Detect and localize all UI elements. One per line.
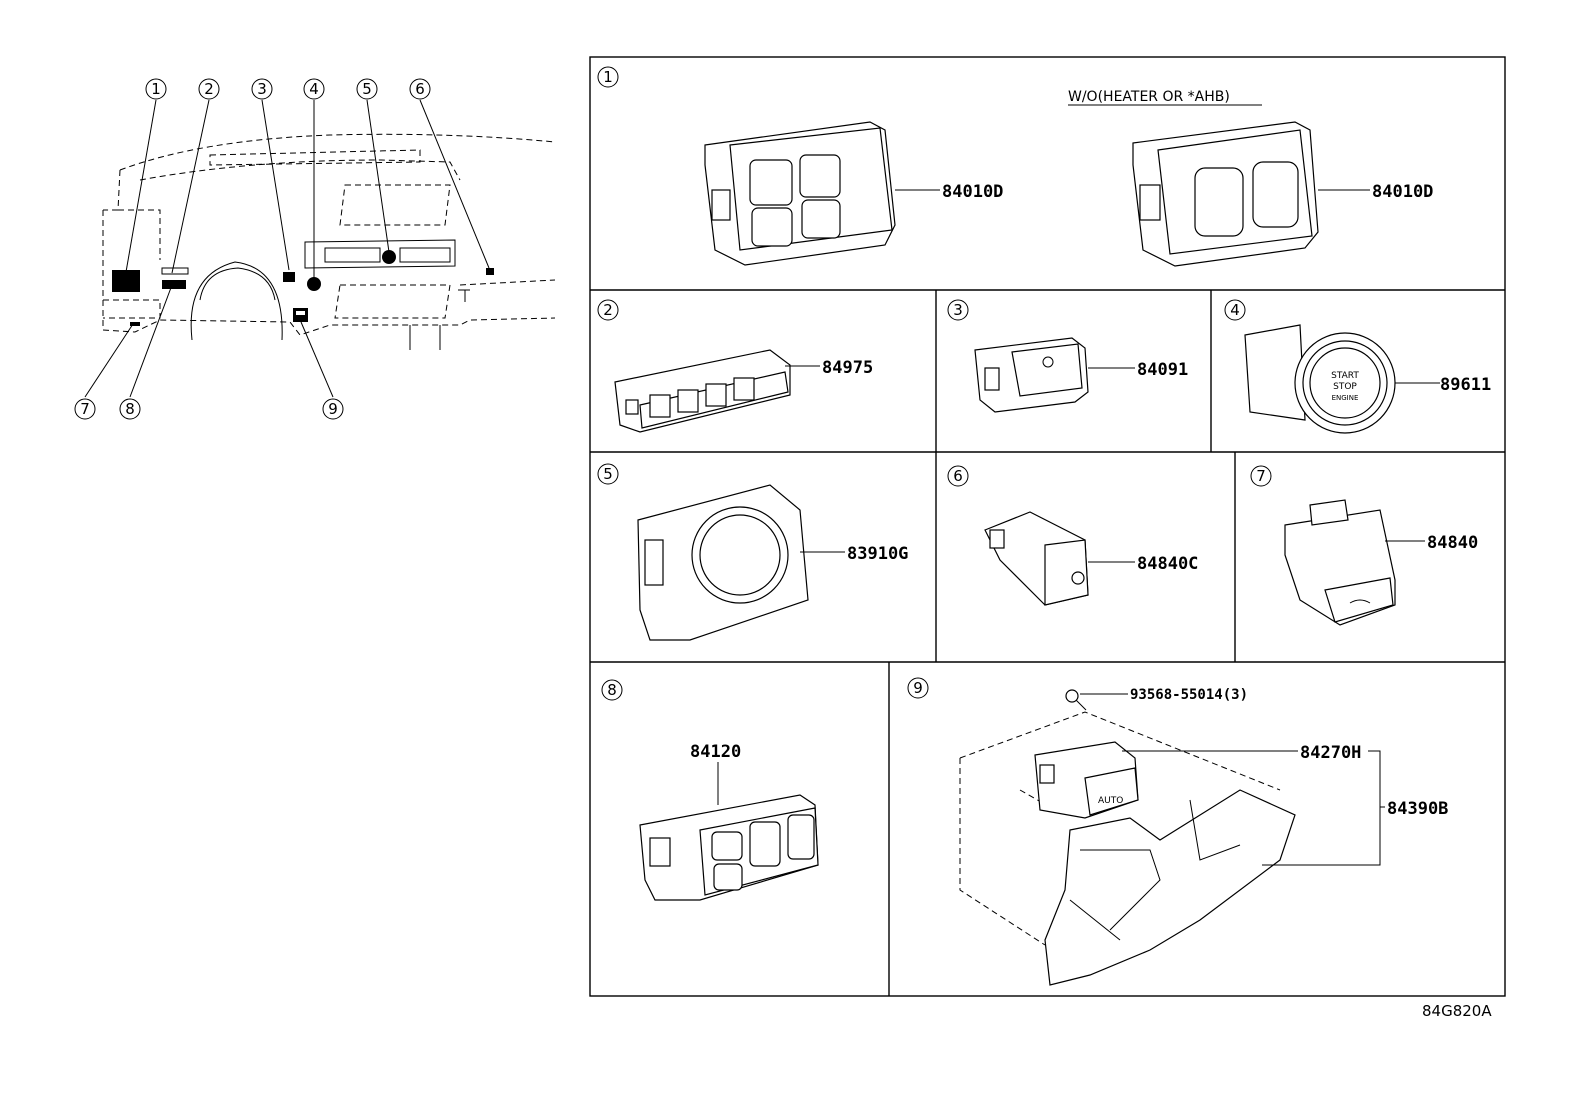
parts-grid	[589, 56, 1506, 997]
svg-text:9: 9	[328, 400, 338, 418]
svg-text:3: 3	[953, 301, 963, 319]
switch-84091-drawing	[974, 337, 1089, 413]
svg-text:9: 9	[913, 679, 923, 697]
svg-text:8: 8	[125, 400, 135, 418]
start-label: START	[1331, 371, 1359, 381]
switch-84840-drawing	[1284, 499, 1396, 626]
panel-9: 9 93568-55014(3) AUTO 84270H	[907, 677, 1448, 986]
dashboard-overview: 1 2 3 4 5 6 7 8 9	[74, 78, 556, 420]
svg-text:5: 5	[362, 80, 372, 98]
svg-text:1: 1	[603, 68, 613, 86]
panel-7-number: 7	[1250, 465, 1272, 487]
panel-6: 6 84840C	[947, 465, 1198, 606]
svg-text:3: 3	[257, 80, 267, 98]
engine-label: ENGINE	[1332, 394, 1359, 402]
part-number-84840: 84840	[1427, 533, 1478, 553]
overview-callout-5: 5	[356, 78, 378, 100]
engine-start-button-drawing: START STOP ENGINE	[1244, 324, 1396, 434]
panel-7: 7 84840	[1250, 465, 1478, 626]
svg-text:6: 6	[953, 467, 963, 485]
part-number-93568-55014: 93568-55014(3)	[1130, 687, 1248, 703]
overview-callout-3: 3	[251, 78, 273, 100]
part-number-83910G: 83910G	[847, 544, 908, 564]
svg-text:8: 8	[607, 681, 617, 699]
overview-callout-9: 9	[322, 398, 344, 420]
overview-callout-8: 8	[119, 398, 141, 420]
svg-text:2: 2	[204, 80, 214, 98]
part-number-84010D-right: 84010D	[1372, 182, 1433, 202]
part-number-84390B: 84390B	[1387, 799, 1448, 819]
overview-callout-6: 6	[409, 78, 431, 100]
panel-9-number: 9	[907, 677, 929, 699]
stop-label: STOP	[1333, 382, 1357, 392]
panel-2: 2 84975	[597, 299, 873, 433]
switch-84840C-drawing	[984, 511, 1089, 606]
part-number-84010D-left: 84010D	[942, 182, 1003, 202]
svg-text:6: 6	[415, 80, 425, 98]
dial-83910G-drawing	[637, 484, 809, 641]
seat-heater-switch-left	[704, 121, 896, 266]
panel-6-number: 6	[947, 465, 969, 487]
panel-5-number: 5	[597, 463, 619, 485]
panel-4-number: 4	[1224, 299, 1246, 321]
switch-84975-drawing	[614, 349, 791, 433]
part-number-84975: 84975	[822, 358, 873, 378]
switch-84120-drawing	[639, 794, 819, 901]
panel-1: 1 W/O(HEATER OR *AHB) 84010D 84010D	[597, 66, 1433, 267]
panel-8: 8 84120	[601, 679, 819, 901]
screw-drawing	[1065, 689, 1087, 711]
overview-callout-4: 4	[303, 78, 325, 100]
seat-heater-switch-right	[1132, 121, 1319, 267]
diagram-code: 84G820A	[1422, 1002, 1492, 1020]
part-number-84091: 84091	[1137, 360, 1188, 380]
switch-84270H-drawing: AUTO	[1034, 741, 1139, 819]
panel-5: 5 83910G	[597, 463, 908, 641]
panel-2-number: 2	[597, 299, 619, 321]
overview-callout-2: 2	[198, 78, 220, 100]
svg-text:7: 7	[1256, 467, 1266, 485]
panel-8-number: 8	[601, 679, 623, 701]
svg-text:2: 2	[603, 301, 613, 319]
svg-text:4: 4	[1230, 301, 1240, 319]
overview-callout-7: 7	[74, 398, 96, 420]
panel-1-variant-note: W/O(HEATER OR *AHB)	[1068, 89, 1230, 105]
panel-3-number: 3	[947, 299, 969, 321]
panel-1-number: 1	[597, 66, 619, 88]
svg-text:7: 7	[80, 400, 90, 418]
panel-4: 4 START STOP ENGINE 89611	[1224, 299, 1491, 434]
overview-callout-1: 1	[145, 78, 167, 100]
part-number-89611: 89611	[1440, 375, 1491, 395]
svg-text:4: 4	[309, 80, 319, 98]
panel-3: 3 84091	[947, 299, 1188, 413]
part-number-84120: 84120	[690, 742, 741, 762]
part-number-84840C: 84840C	[1137, 554, 1198, 574]
bracket-84390B-drawing	[1044, 789, 1296, 986]
svg-text:1: 1	[151, 80, 161, 98]
part-number-84270H: 84270H	[1300, 743, 1361, 763]
auto-label: AUTO	[1098, 796, 1123, 806]
svg-text:5: 5	[603, 465, 613, 483]
